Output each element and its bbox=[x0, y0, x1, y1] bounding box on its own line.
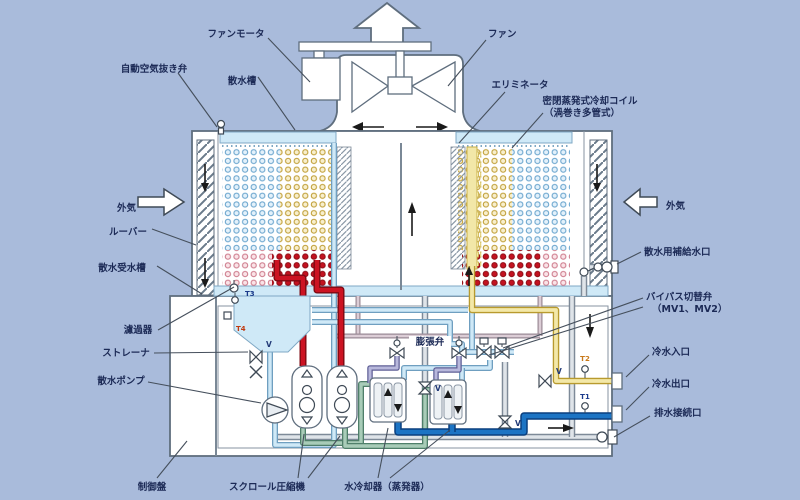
overflow-valve bbox=[417, 381, 433, 395]
leader-lines bbox=[147, 37, 651, 479]
sensor-t1 bbox=[581, 402, 589, 413]
tank-valve bbox=[249, 349, 263, 365]
spray-tray-right bbox=[455, 131, 573, 147]
chilled-inlet-flange bbox=[611, 372, 623, 390]
makeup-float-valve bbox=[579, 262, 603, 277]
label-cooling-coil-1: 密閉蒸発式冷却コイル bbox=[541, 95, 638, 107]
text-t1: T1 bbox=[580, 393, 590, 401]
filter-symbol bbox=[229, 280, 239, 293]
expansion-valve-1 bbox=[389, 336, 405, 360]
expansion-valve-label-bg bbox=[409, 336, 451, 347]
spray-water-tank bbox=[233, 295, 311, 353]
text-t2: T2 bbox=[580, 355, 590, 363]
makeup-water-flange bbox=[601, 260, 619, 274]
shroud-flow-arrows bbox=[352, 122, 448, 132]
label-eliminator: エリミネータ bbox=[491, 79, 548, 91]
fan-blade-left bbox=[351, 60, 390, 114]
label-outside-air-left: 外気 bbox=[116, 202, 137, 214]
chilled-outlet-flange bbox=[611, 405, 623, 423]
expansion-valve-2 bbox=[451, 336, 467, 360]
spray-pump-symbol bbox=[261, 396, 289, 424]
labels: ファンモータ ファン 自動空気抜き弁 散水槽 エリミネータ 密閉蒸発式冷却コイル… bbox=[97, 28, 727, 493]
small-texts: T3 T4 T2 T1 V V V V bbox=[236, 290, 590, 428]
fan-hub bbox=[387, 76, 413, 95]
label-spray-pump: 散水ポンプ bbox=[97, 375, 145, 387]
yellow-line-valve bbox=[538, 373, 552, 389]
text-t4: T4 bbox=[236, 325, 246, 333]
outside-air-arrow-left bbox=[137, 187, 186, 217]
basin-water bbox=[213, 285, 609, 297]
text-v-overflow: V bbox=[435, 384, 441, 393]
cooling-coil-left bbox=[222, 147, 334, 287]
evap-drain-valve bbox=[497, 415, 513, 429]
text-v-evap-drain: V bbox=[515, 419, 521, 428]
sensor-t2 bbox=[581, 365, 589, 378]
label-strainer: ストレーナ bbox=[102, 348, 150, 359]
drain-flange bbox=[596, 429, 618, 445]
eliminator-left bbox=[336, 146, 352, 270]
text-v-yellow: V bbox=[556, 367, 562, 376]
label-outside-air-right: 外気 bbox=[665, 200, 686, 212]
label-water-cooler: 水冷却器（蒸発器） bbox=[344, 481, 430, 493]
sensor-t4 bbox=[223, 311, 232, 320]
label-chilled-water-outlet: 冷水出口 bbox=[652, 378, 690, 390]
label-filter: 濾過器 bbox=[124, 324, 153, 336]
label-control-panel: 制御盤 bbox=[138, 481, 167, 493]
evaporator-1 bbox=[369, 377, 407, 423]
bypass-valve-mv1 bbox=[476, 337, 492, 360]
compressor-2 bbox=[326, 365, 358, 429]
fan-blade-right bbox=[410, 60, 456, 114]
flow-arrows bbox=[201, 164, 601, 432]
label-chilled-water-inlet: 冷水入口 bbox=[652, 346, 690, 358]
compressor-1 bbox=[291, 365, 323, 429]
label-spray-tank: 散水槽 bbox=[228, 75, 257, 87]
label-expansion-valve: 膨張弁 bbox=[415, 336, 445, 348]
label-spray-receiver-tank: 散水受水槽 bbox=[98, 262, 146, 274]
label-fan-motor: ファンモータ bbox=[207, 28, 264, 40]
label-bypass-valve-2: （MV1、MV2） bbox=[652, 303, 727, 315]
hot-gas-red-pipes bbox=[273, 260, 345, 366]
label-fan: ファン bbox=[488, 29, 517, 40]
label-cooling-coil-2: （渦巻き多管式） bbox=[544, 107, 620, 119]
fan-motor-box bbox=[301, 57, 341, 101]
auto-air-vent-symbol bbox=[216, 119, 226, 135]
outside-air-arrow-right bbox=[622, 187, 658, 217]
fan-deck bbox=[298, 41, 432, 52]
text-t3: T3 bbox=[245, 290, 255, 298]
label-louver: ルーバー bbox=[109, 226, 147, 238]
sensor-t3 bbox=[231, 293, 239, 304]
label-scroll-compressor: スクロール圧縮機 bbox=[229, 481, 306, 493]
eliminator-right bbox=[450, 146, 466, 270]
spray-header-comb bbox=[466, 146, 482, 270]
spray-tray-left bbox=[219, 131, 337, 147]
fan-assembly bbox=[298, 41, 481, 132]
evaporator-2 bbox=[429, 379, 467, 425]
fan-deck-support bbox=[313, 50, 325, 59]
text-v-tank: V bbox=[266, 340, 272, 349]
fan-shaft bbox=[395, 50, 405, 80]
label-auto-air-vent: 自動空気抜き弁 bbox=[121, 63, 188, 75]
liquid-lavender-pipes bbox=[367, 356, 462, 385]
louver-left bbox=[196, 139, 215, 296]
strainer-symbol bbox=[249, 365, 263, 379]
chilled-water-yellow-pipe bbox=[468, 266, 618, 385]
label-drain-port: 排水接続口 bbox=[654, 407, 702, 419]
label-bypass-valve-1: バイパス切替弁 bbox=[646, 291, 713, 303]
label-makeup-water-port: 散水用補給水口 bbox=[644, 246, 711, 258]
